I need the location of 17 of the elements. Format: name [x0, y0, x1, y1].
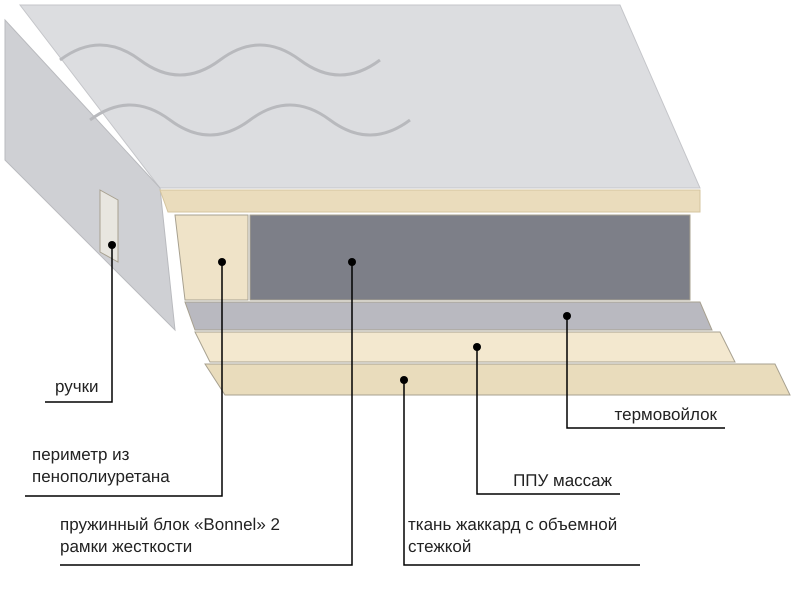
- jacquard-fabric-part: [204, 364, 791, 396]
- perimeter-foam-part: [174, 214, 248, 300]
- leader-line: [45, 241, 116, 403]
- callout-label: ткань жаккард с объемной стежкой: [408, 514, 623, 558]
- leader-line: [25, 258, 226, 497]
- callout-label: пружинный блок «Bonnel» 2 рамки жесткости: [60, 514, 310, 558]
- leader-line: [473, 343, 620, 495]
- felt-layer-part: [184, 302, 713, 330]
- spring-block-part: [250, 214, 690, 300]
- callout-label: периметр из пенополиуретана: [32, 444, 227, 488]
- leader-line: [60, 258, 356, 566]
- massage-foam-part: [194, 332, 736, 362]
- callout-label: термовойлок: [574, 404, 717, 426]
- callout-label: ручки: [55, 376, 125, 398]
- callout-label: ППУ массаж: [484, 470, 612, 492]
- leader-line: [400, 376, 640, 566]
- leader-line: [563, 312, 725, 429]
